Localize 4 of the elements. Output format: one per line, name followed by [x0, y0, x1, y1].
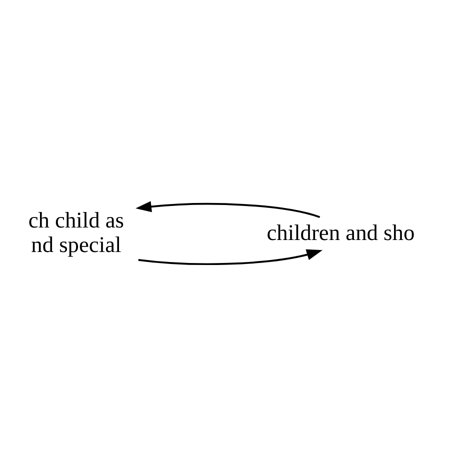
arrow — [138, 248, 322, 265]
node-text: children and sho — [266, 219, 415, 244]
arrow — [136, 200, 320, 218]
node-text: ch child as nd special — [28, 207, 124, 256]
